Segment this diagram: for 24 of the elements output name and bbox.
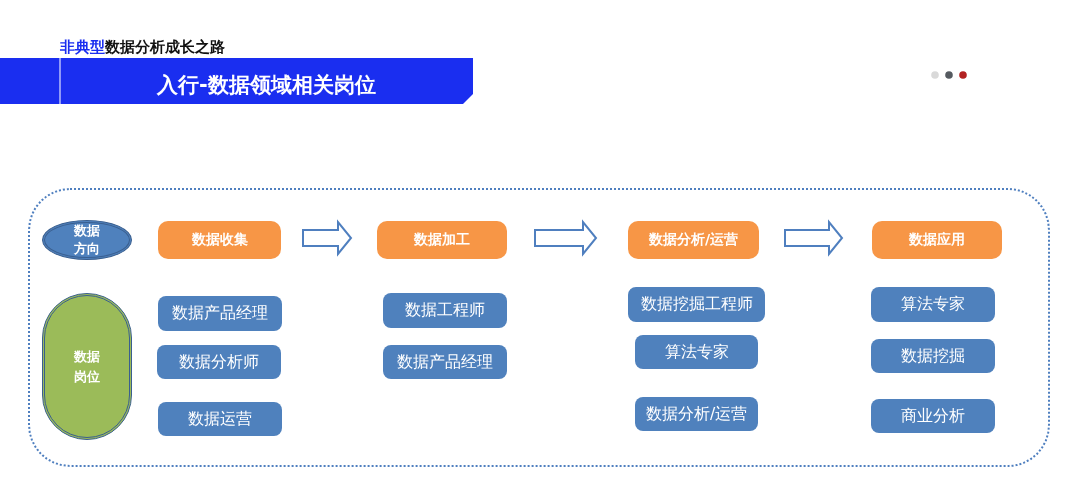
role-box: 数据挖掘工程师 [628,287,765,322]
role-box: 数据分析师 [157,345,281,379]
block-arrow [784,219,844,257]
role-box: 数据运营 [158,402,282,436]
role-box: 数据挖掘 [871,339,995,373]
block-arrow [534,219,598,257]
role-box: 算法专家 [635,335,758,369]
stage-box: 数据收集 [158,221,281,259]
stage-box: 数据加工 [377,221,507,259]
dotted-frame [28,188,1050,467]
role-box: 算法专家 [871,287,995,322]
role-box: 数据产品经理 [383,345,507,379]
role-box: 数据产品经理 [158,296,282,331]
title: 入行-数据领域相关岗位 [157,72,376,99]
subtitle-text: 数据分析成长之路 [105,37,225,57]
category-capsule: 数据岗位 [42,293,132,440]
stage-box: 数据应用 [872,221,1002,259]
stage-box: 数据分析/运营 [628,221,759,259]
block-arrow [302,219,353,257]
subtitle-text: 非典型 [60,37,105,57]
category-pill: 数据方向 [42,220,132,260]
role-box: 商业分析 [871,399,995,433]
role-box: 数据工程师 [383,293,507,328]
role-box: 数据分析/运营 [635,397,758,431]
